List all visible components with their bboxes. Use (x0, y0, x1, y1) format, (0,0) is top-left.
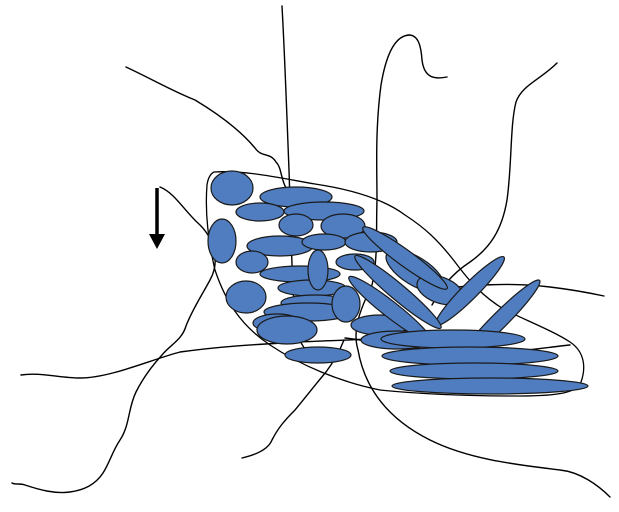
cell (236, 203, 284, 221)
left-wavy-line (12, 187, 215, 493)
cell (302, 234, 346, 250)
cell (226, 281, 266, 313)
cell (332, 286, 360, 322)
cell (308, 250, 328, 290)
cell (381, 330, 525, 348)
cell (285, 347, 351, 363)
cell (279, 214, 313, 236)
cell (236, 251, 268, 273)
cell (392, 378, 588, 394)
cell-group (208, 171, 588, 394)
cell (390, 363, 558, 379)
cell (382, 347, 558, 365)
contour-lines (12, 6, 610, 497)
cell (257, 316, 317, 344)
down-arrow-icon (149, 188, 165, 249)
cell (208, 219, 236, 263)
cell (211, 171, 253, 205)
